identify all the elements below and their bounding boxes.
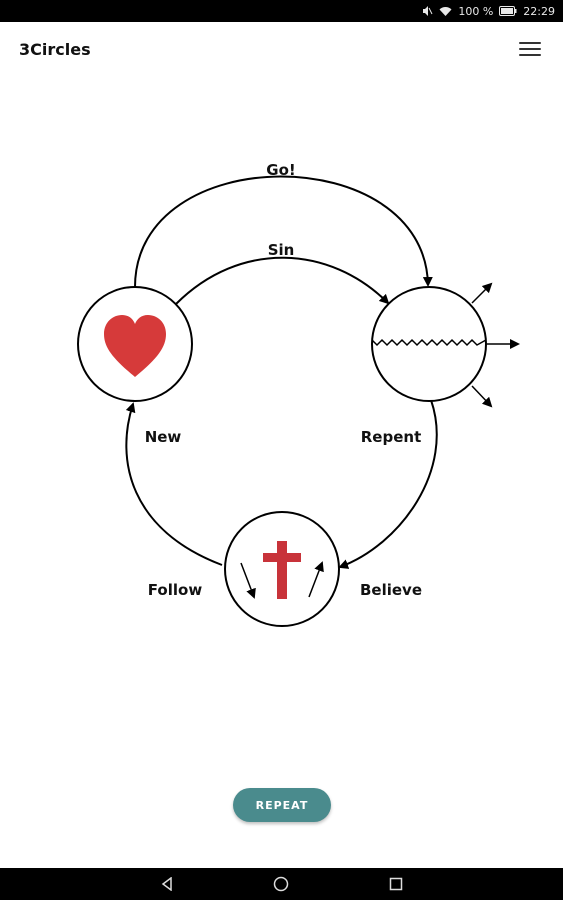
label-repent: Repent [361,428,421,446]
repent-believe-arrow [338,399,438,569]
label-sin: Sin [268,241,295,259]
battery-icon [499,6,517,16]
status-bar: 100 % 22:29 [0,0,563,22]
home-icon[interactable] [266,869,296,899]
label-believe: Believe [360,581,422,599]
cross-icon [224,511,340,627]
broken-world-icon [371,282,520,408]
navigation-bar [0,868,563,900]
repeat-button[interactable]: REPEAT [233,788,331,822]
status-time: 22:29 [523,4,555,18]
back-icon[interactable] [152,869,182,899]
battery-percent: 100 % [458,4,494,18]
follow-new-arrow [125,402,223,566]
label-new: New [145,428,182,446]
wifi-icon [439,6,452,17]
mute-icon [421,5,433,17]
app-bar: 3Circles [0,22,563,76]
label-go: Go! [266,161,295,179]
heart-icon [104,315,166,377]
app-title: 3Circles [19,39,91,59]
recents-icon[interactable] [381,869,411,899]
sin-arrow [175,256,390,305]
hamburger-menu-icon[interactable] [519,35,547,63]
label-follow: Follow [148,581,203,599]
three-circles-diagram: Go! Sin Repent Believe New Follow [77,161,520,627]
go-arrow [134,175,433,288]
